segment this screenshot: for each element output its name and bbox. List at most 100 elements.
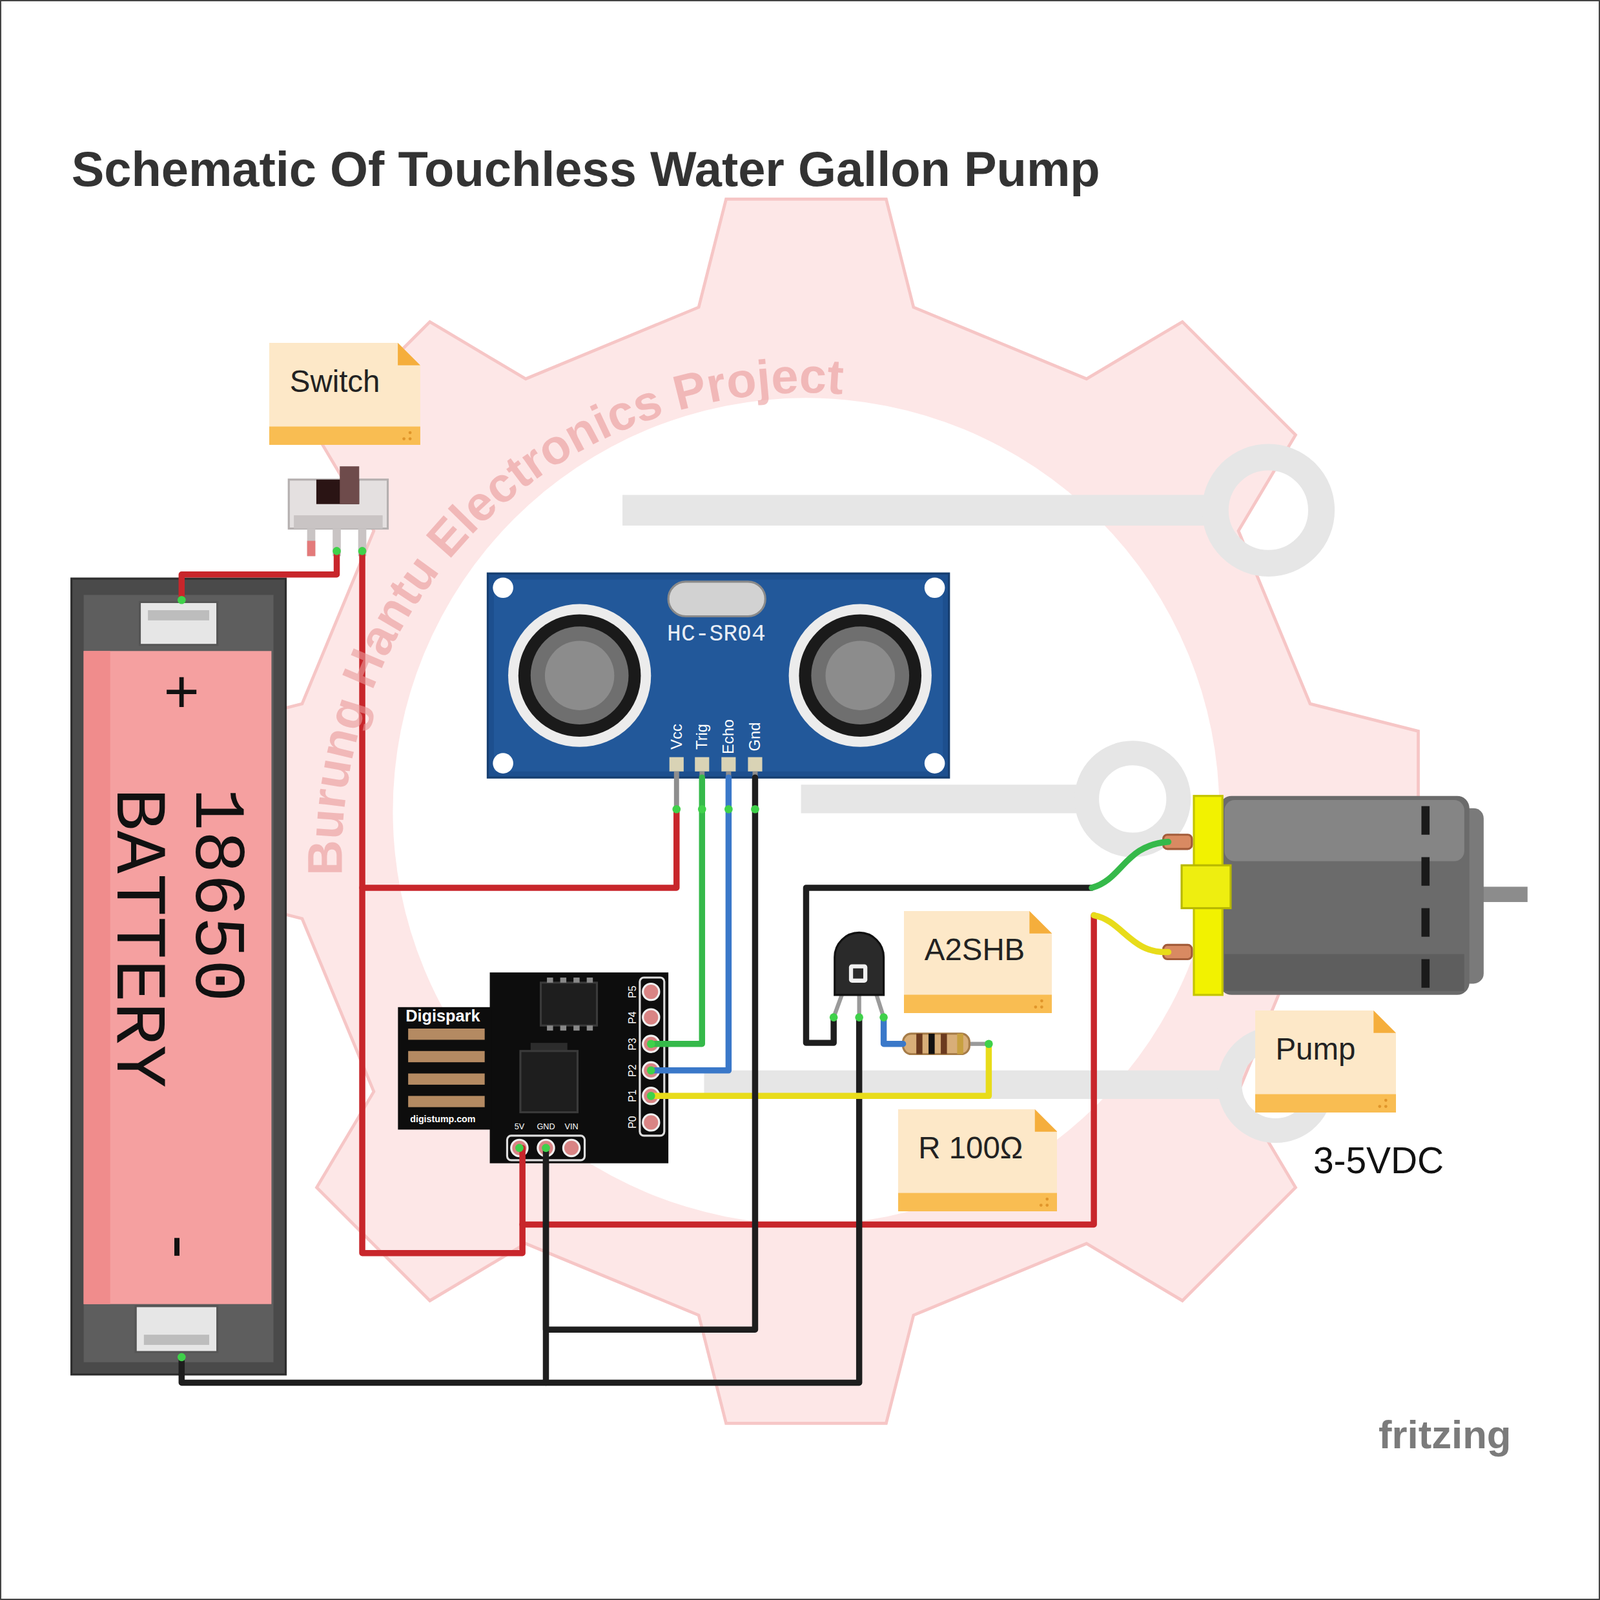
- pin-dot: [177, 595, 186, 605]
- pin-dot: [672, 805, 681, 814]
- pin-name: Vcc: [668, 723, 686, 750]
- polarity-mark: -: [140, 1227, 213, 1267]
- switch-note: Switch: [269, 342, 421, 445]
- slide-switch: [307, 541, 316, 557]
- digispark-board: [586, 977, 593, 983]
- digispark-board: [408, 1028, 485, 1040]
- pin-dot: [854, 1013, 864, 1022]
- note-body: [903, 911, 1052, 1014]
- pin-name: P1: [626, 1089, 638, 1103]
- slide-switch: [288, 479, 388, 529]
- digispark-board: [541, 982, 598, 1026]
- note-text: R 100Ω: [918, 1131, 1023, 1165]
- voltage-note: 3-5VDC: [1313, 1140, 1444, 1181]
- watermark-text: Burung Hantu Electronics Project: [297, 348, 846, 876]
- ground-wire: [545, 777, 755, 1330]
- transistor-note: A2SHB: [903, 911, 1052, 1014]
- pin-dot: [697, 805, 707, 814]
- pin-dot: [646, 1066, 656, 1075]
- digispark-board: [643, 983, 660, 1000]
- watermark-trace: [622, 494, 1215, 525]
- digispark-board: [643, 1114, 660, 1131]
- pin-name: 5V: [514, 1122, 525, 1132]
- note-grip: [1384, 1104, 1388, 1108]
- pin-name: VIN: [564, 1122, 578, 1132]
- ultrasonic-sensor: [508, 604, 651, 748]
- software-logo: fritzing: [1378, 1412, 1511, 1457]
- digispark-board: [408, 1073, 485, 1085]
- digispark-board: [639, 977, 665, 1136]
- ultrasonic-sensor: [825, 640, 895, 710]
- battery-holder: [83, 650, 272, 1304]
- sensor-pin-leg: [676, 771, 756, 810]
- battery-label: 18650 BATTERY: [96, 787, 254, 1115]
- wire: [1093, 915, 1169, 953]
- ultrasonic-sensor: [487, 573, 949, 778]
- trig-wire: [668, 777, 702, 1044]
- pin-name: GND: [536, 1122, 555, 1132]
- slide-switch: [339, 466, 359, 504]
- battery-holder: [147, 610, 210, 621]
- wire: [1091, 841, 1169, 888]
- digispark-board: [546, 1025, 553, 1031]
- pin-name: P0: [626, 1116, 638, 1129]
- board-name: Digispark: [405, 1007, 480, 1026]
- note-grip: [1039, 1203, 1043, 1207]
- note-grip: [1034, 1005, 1038, 1009]
- note-fold: [397, 342, 421, 366]
- pin-dot: [541, 1144, 551, 1153]
- note-grip: [1040, 999, 1044, 1003]
- transistor-symbol: [834, 932, 884, 995]
- resistor-symbol: [916, 1033, 923, 1055]
- battery-holder: [83, 594, 274, 1362]
- transistor-symbol: [833, 932, 884, 1017]
- ultrasonic-sensor: [492, 577, 514, 598]
- ultrasonic-sensor: [669, 757, 684, 772]
- wire: [181, 550, 337, 600]
- ultrasonic-sensor: [798, 614, 922, 737]
- slide-switch: [358, 528, 367, 557]
- note-grip: [1377, 1104, 1382, 1108]
- ground-wire: [181, 1163, 546, 1384]
- resistor-symbol: [940, 1033, 947, 1055]
- ultrasonic-sensor: [810, 626, 910, 725]
- pin-dot: [724, 805, 733, 814]
- pin-dot: [515, 1144, 524, 1153]
- note-grip: [402, 437, 406, 441]
- dc-pump-motor: [1421, 805, 1430, 988]
- pin-name: P4: [626, 1011, 638, 1024]
- wire: [883, 1017, 904, 1045]
- note-body: [898, 1109, 1058, 1212]
- dc-pump-motor: [1163, 796, 1528, 995]
- pin-dot: [879, 1013, 888, 1022]
- ultrasonic-sensor: [518, 614, 642, 737]
- ultrasonic-sensor: [789, 604, 932, 748]
- digispark-board: [408, 1095, 485, 1107]
- digispark-board: [397, 972, 669, 1164]
- note-text: A2SHB: [924, 933, 1025, 967]
- slide-switch: [293, 515, 383, 529]
- pump-note: Pump: [1255, 1010, 1396, 1113]
- note-grip: [1040, 1005, 1044, 1009]
- note-grip: [408, 437, 412, 441]
- dc-pump-motor: [1181, 865, 1231, 908]
- pin-dot: [332, 546, 341, 556]
- diagram-title: Schematic Of Touchless Water Gallon Pump: [71, 142, 1101, 196]
- digispark-board: [643, 1009, 660, 1026]
- ultrasonic-sensor: [530, 626, 629, 725]
- digispark-board: [586, 1025, 593, 1031]
- watermark-trace: [622, 457, 1322, 1131]
- digispark-board: [511, 983, 660, 1156]
- slide-switch: [307, 528, 316, 557]
- note-grip: [1045, 1203, 1049, 1207]
- note-body: [269, 342, 421, 445]
- watermark-trace: [1215, 457, 1322, 564]
- battery-holder: [143, 1334, 210, 1345]
- pin-name: P2: [626, 1064, 638, 1077]
- digispark-board: [573, 1025, 580, 1031]
- board-url: digistump.com: [410, 1114, 476, 1125]
- pin-dot: [646, 1091, 656, 1101]
- digispark-board: [573, 977, 580, 983]
- module-name: HC-SR04: [666, 621, 766, 648]
- digispark-board: [560, 977, 567, 983]
